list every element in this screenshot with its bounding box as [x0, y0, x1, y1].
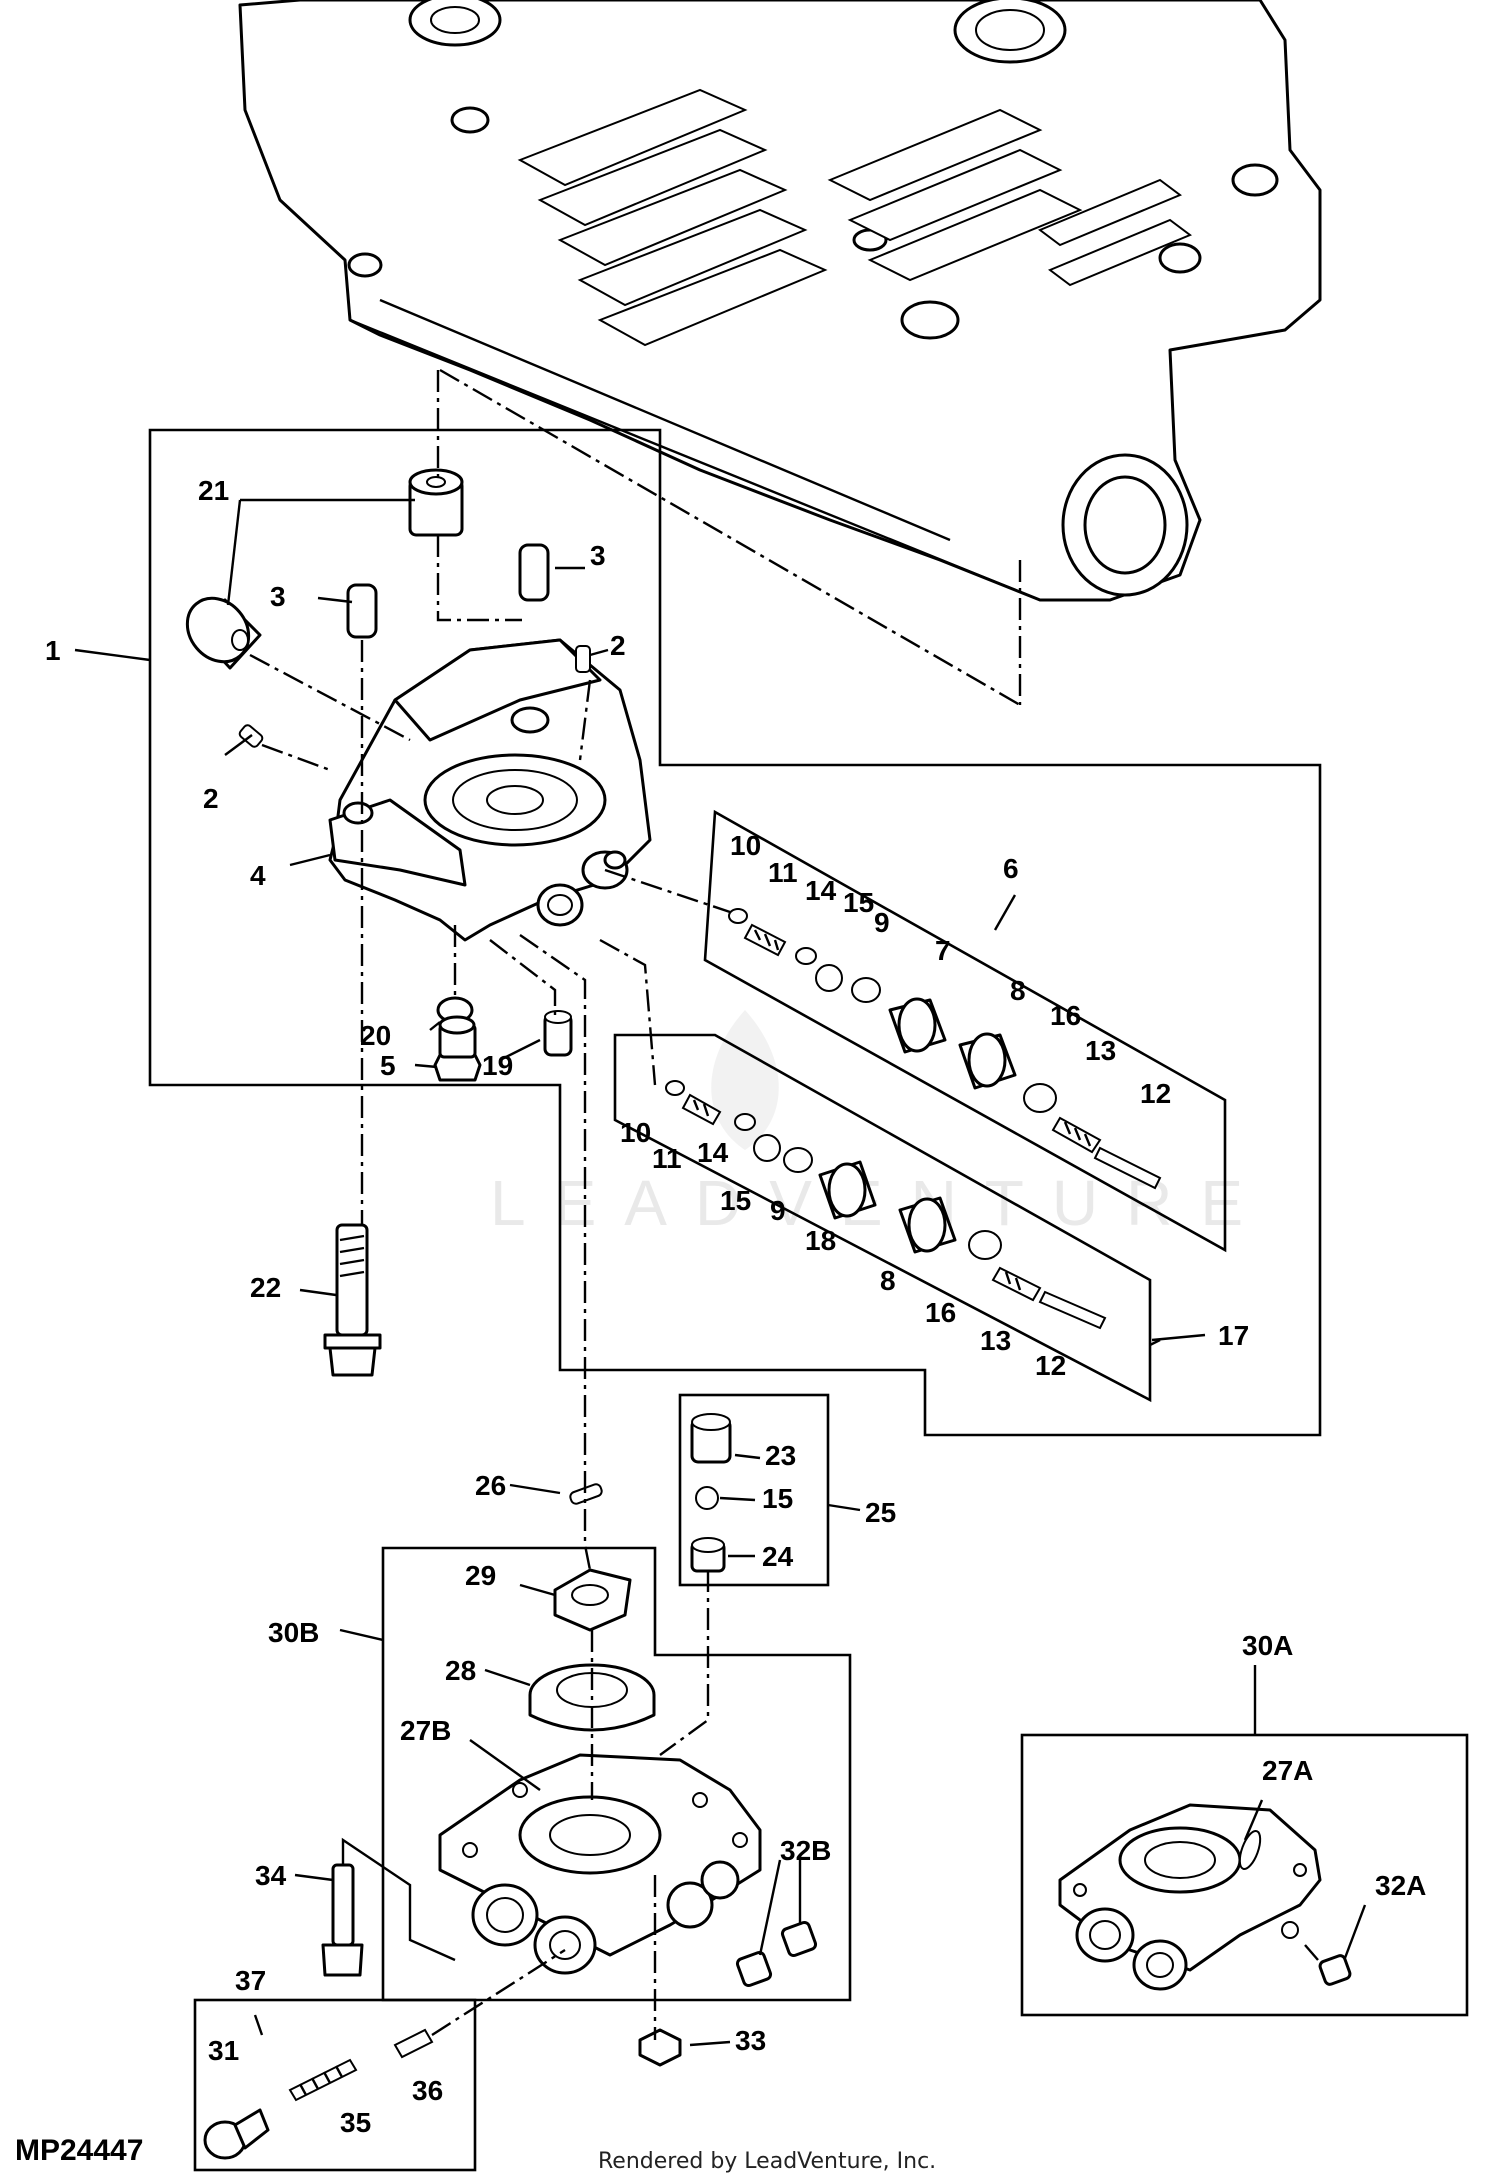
- callout-12-top: 12: [1140, 1078, 1171, 1109]
- callout-18: 18: [805, 1225, 836, 1256]
- part-27b-pump-housing: [438, 1753, 762, 1975]
- callout-7: 7: [935, 935, 951, 966]
- callout-9-top: 9: [874, 907, 890, 938]
- callout-1: 1: [45, 635, 61, 666]
- callout-26: 26: [475, 1470, 506, 1501]
- part-28-outer-gear: [528, 1663, 656, 1732]
- part-34-bolt: [321, 1863, 364, 1977]
- group-17-parts: [665, 1080, 1107, 1330]
- part-35-spring: [288, 2058, 358, 2102]
- callout-10-bottom: 10: [620, 1117, 651, 1148]
- part-23-check-valve: [690, 1413, 732, 1464]
- callout-2-left: 2: [203, 783, 219, 814]
- callout-14-top: 14: [805, 875, 837, 906]
- callout-13-bottom: 13: [980, 1325, 1011, 1356]
- callout-5: 5: [380, 1050, 396, 1081]
- leader-lines: [74, 498, 1367, 2047]
- part-21-bushing-left: [185, 596, 262, 670]
- callout-13-top: 13: [1085, 1035, 1116, 1066]
- part-32b-plugs: [735, 1920, 818, 1988]
- part-31-plug: [203, 2108, 270, 2160]
- part-3-pin-right: [518, 543, 550, 602]
- callout-19: 19: [482, 1050, 513, 1081]
- callout-11-bottom: 11: [652, 1143, 682, 1174]
- callout-30a: 30A: [1242, 1630, 1293, 1661]
- callouts: 21 3 3 2 2 1 4 6 10 11 14 15 9 7 8 16 13…: [45, 475, 1426, 2138]
- center-section-housing: [328, 638, 652, 942]
- callout-36: 36: [412, 2075, 443, 2106]
- callout-22: 22: [250, 1272, 281, 1303]
- figure-id: MP24447: [15, 2134, 143, 2167]
- callout-3-right: 3: [590, 540, 606, 571]
- group-37-outline: [193, 1998, 477, 2172]
- alignment-lines: [249, 368, 1319, 2040]
- group-6-outline: [703, 809, 1227, 1253]
- part-15-ball: [695, 1486, 719, 1510]
- callout-30b: 30B: [268, 1617, 319, 1648]
- callout-11-top: 11: [768, 857, 798, 888]
- callout-29: 29: [465, 1560, 496, 1591]
- callout-25: 25: [865, 1497, 896, 1528]
- callout-9-bottom: 9: [770, 1195, 786, 1226]
- callout-8-bottom: 8: [880, 1265, 896, 1296]
- part-22-bolt: [323, 1223, 382, 1377]
- group-1-outline: [148, 428, 1322, 1437]
- callout-34: 34: [255, 1860, 287, 1891]
- part-24-seat: [690, 1537, 726, 1573]
- callout-17: 17: [1218, 1320, 1249, 1351]
- watermark-flame-icon: [711, 1010, 779, 1150]
- callout-32a: 32A: [1375, 1870, 1426, 1901]
- group-30a-outline: [1020, 1733, 1469, 2017]
- callout-10-top: 10: [730, 830, 761, 861]
- callout-15-group-25: 15: [762, 1483, 793, 1514]
- callout-24: 24: [762, 1541, 794, 1572]
- part-2-pin-right: [575, 645, 591, 673]
- callout-3-left: 3: [270, 581, 286, 612]
- group-17-outline: [613, 1033, 1152, 1403]
- part-36-poppet: [393, 2028, 434, 2059]
- callout-28: 28: [445, 1655, 476, 1686]
- part-29-inner-gear: [553, 1568, 632, 1632]
- callout-21: 21: [198, 475, 229, 506]
- callout-32b: 32B: [780, 1835, 831, 1866]
- part-33-nut: [638, 2028, 682, 2067]
- group-6-parts: [728, 908, 1162, 1190]
- callout-2-right: 2: [610, 630, 626, 661]
- callout-31: 31: [208, 2035, 239, 2066]
- callout-15-bottom: 15: [720, 1185, 751, 1216]
- footer-credit: Rendered by LeadVenture, Inc.: [598, 2149, 936, 2174]
- callout-6: 6: [1003, 853, 1019, 884]
- callout-37: 37: [235, 1965, 266, 1996]
- cooling-fins: [517, 88, 1192, 347]
- group-25-outline: [678, 1393, 830, 1587]
- callout-27a: 27A: [1262, 1755, 1313, 1786]
- part-32a-plug: [1318, 1954, 1352, 1986]
- callout-12-bottom: 12: [1035, 1350, 1066, 1381]
- callout-27b: 27B: [400, 1715, 451, 1746]
- callout-4: 4: [250, 860, 266, 891]
- part-27a-pump-housing: [1058, 1803, 1322, 1991]
- callout-16-bottom: 16: [925, 1297, 956, 1328]
- callout-35: 35: [340, 2107, 371, 2138]
- part-21-bushing-top: [408, 468, 464, 537]
- part-3-pin-left: [346, 583, 378, 639]
- callout-20: 20: [360, 1020, 391, 1051]
- callout-16-top: 16: [1050, 1000, 1081, 1031]
- callout-15-top: 15: [843, 887, 874, 918]
- transaxle-housing: [238, 0, 1322, 602]
- callout-33: 33: [735, 2025, 766, 2056]
- callout-8-top: 8: [1010, 975, 1026, 1006]
- part-5-plug: [433, 1015, 482, 1082]
- callout-23: 23: [765, 1440, 796, 1471]
- part-19-pin: [543, 1010, 573, 1057]
- callout-14-bottom: 14: [697, 1137, 729, 1168]
